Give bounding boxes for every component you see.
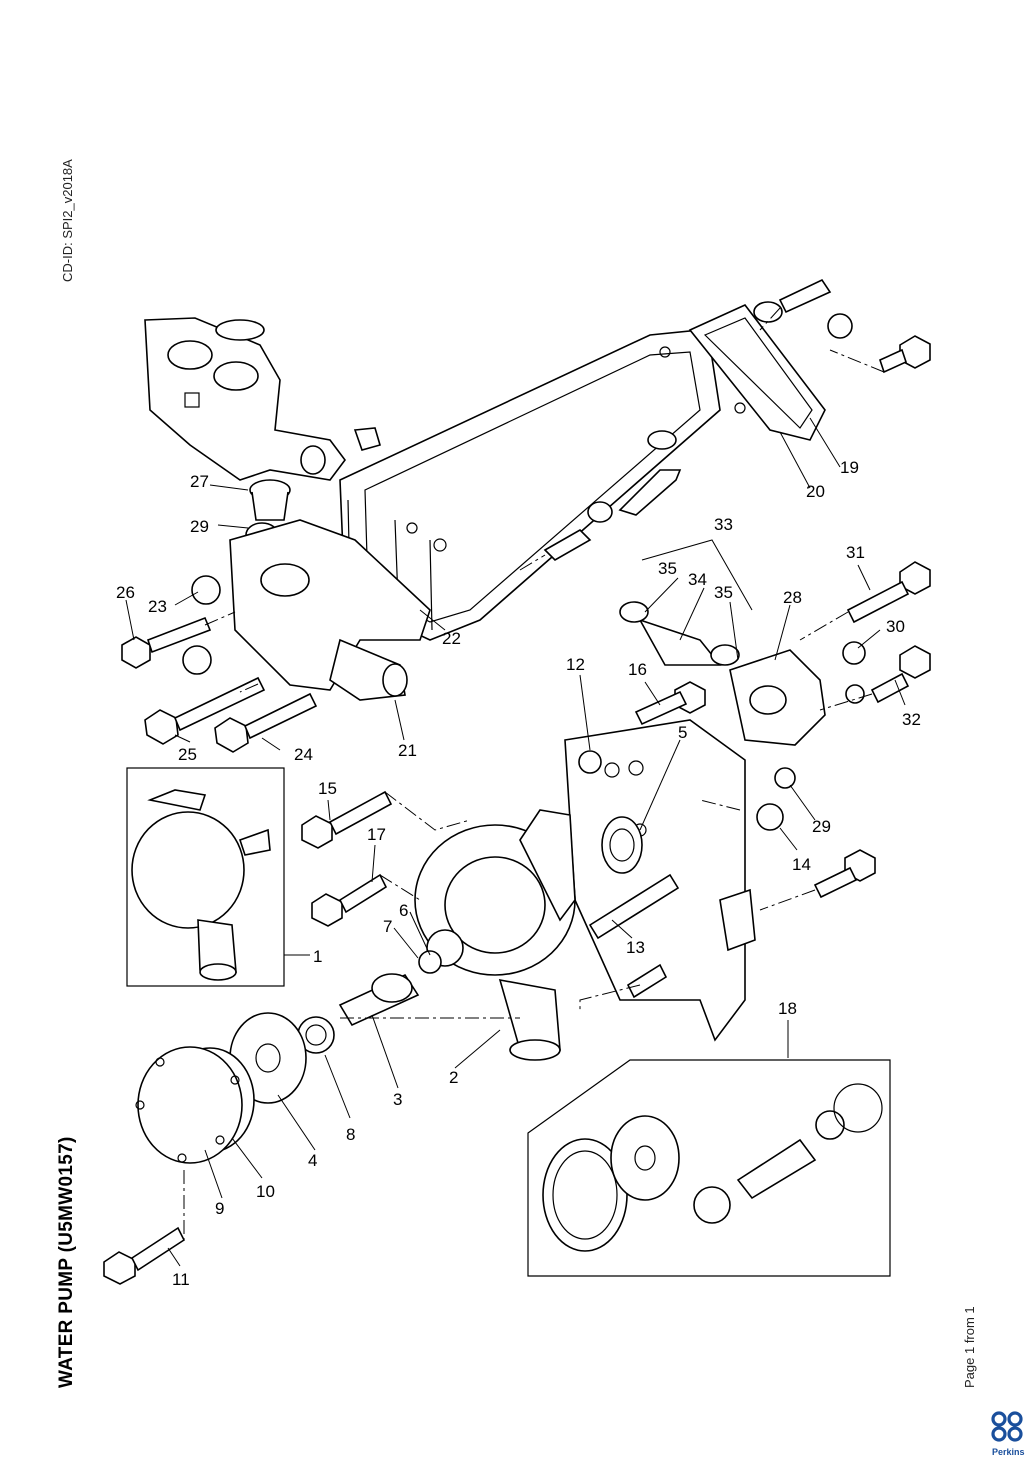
callout-29b: 29 (812, 817, 831, 836)
callout-26: 26 (116, 583, 135, 602)
callout-7: 7 (383, 917, 392, 936)
thermostat-housing-lower (182, 519, 431, 701)
callout-23: 23 (148, 597, 167, 616)
callout-9: 9 (215, 1199, 224, 1218)
callout-2: 2 (449, 1068, 458, 1087)
callout-12: 12 (566, 655, 585, 674)
leader-lines (125, 417, 906, 1267)
bolt-16 (634, 681, 706, 726)
callout-17: 17 (367, 825, 386, 844)
washer-14 (756, 803, 784, 831)
gear-5 (601, 816, 643, 874)
callout-13: 13 (626, 938, 645, 957)
seal-ring-29b (774, 767, 796, 789)
breather-pipe (543, 430, 682, 561)
callout-30: 30 (886, 617, 905, 636)
seal-8 (297, 1016, 335, 1054)
callout-31: 31 (846, 543, 865, 562)
bolt-11 (103, 1226, 186, 1285)
callout-24: 24 (294, 745, 313, 764)
bolt-24 (214, 692, 318, 753)
callout-19: 19 (840, 458, 859, 477)
bolt-26 (121, 616, 212, 669)
perkins-logo (991, 1411, 1023, 1442)
callout-8: 8 (346, 1125, 355, 1144)
washer-30 (842, 641, 866, 704)
callout-3: 3 (393, 1090, 402, 1109)
callout-27: 27 (190, 472, 209, 491)
callout-1: 1 (313, 947, 322, 966)
bolt-17 (311, 873, 388, 927)
bolt-top-right (753, 278, 832, 323)
bolt-25 (144, 676, 266, 745)
plug (827, 313, 853, 339)
callout-14: 14 (792, 855, 811, 874)
callout-29a: 29 (190, 517, 209, 536)
alignment-lines (183, 307, 885, 1240)
bolt-near-19 (879, 335, 931, 374)
bolt-15 (301, 790, 393, 849)
spacer-7 (418, 950, 442, 974)
callout-32: 32 (902, 710, 921, 729)
callout-28: 28 (783, 588, 802, 607)
callout-35b: 35 (714, 583, 733, 602)
callout-6: 6 (399, 901, 408, 920)
callout-35a: 35 (658, 559, 677, 578)
connector-28 (729, 649, 826, 746)
thermostat-housing-upper (144, 317, 381, 481)
callout-4: 4 (308, 1151, 317, 1170)
callout-16: 16 (628, 660, 647, 679)
callout-15: 15 (318, 779, 337, 798)
inset-service-kit (527, 1059, 891, 1277)
callout-21: 21 (398, 741, 417, 760)
seal-ring-12 (578, 750, 602, 774)
shaft-bearing-3 (338, 973, 420, 1027)
callout-33: 33 (714, 515, 733, 534)
stud-13 (588, 873, 680, 940)
callout-34: 34 (688, 570, 707, 589)
callout-5: 5 (678, 723, 687, 742)
callout-25: 25 (178, 745, 197, 764)
callout-numbers: 1 2 3 4 5 6 7 8 9 10 11 12 13 14 15 16 1… (116, 458, 921, 1289)
callout-11: 11 (172, 1270, 190, 1289)
callout-18: 18 (778, 999, 797, 1018)
callout-10: 10 (256, 1182, 275, 1201)
timing-cover-plate (564, 719, 756, 1042)
callout-20: 20 (806, 482, 825, 501)
perkins-logo-text: Perkins (992, 1447, 1025, 1457)
callout-22: 22 (442, 629, 461, 648)
inset-assembled-pump (126, 767, 285, 987)
bolt-pump-right (813, 849, 876, 899)
hose-34 (619, 601, 740, 666)
end-plate-19-20 (688, 304, 826, 441)
bolt-32 (870, 645, 931, 704)
stud-lower (626, 963, 668, 999)
bolt-31 (846, 561, 931, 624)
cover-plate-9 (135, 1046, 243, 1164)
